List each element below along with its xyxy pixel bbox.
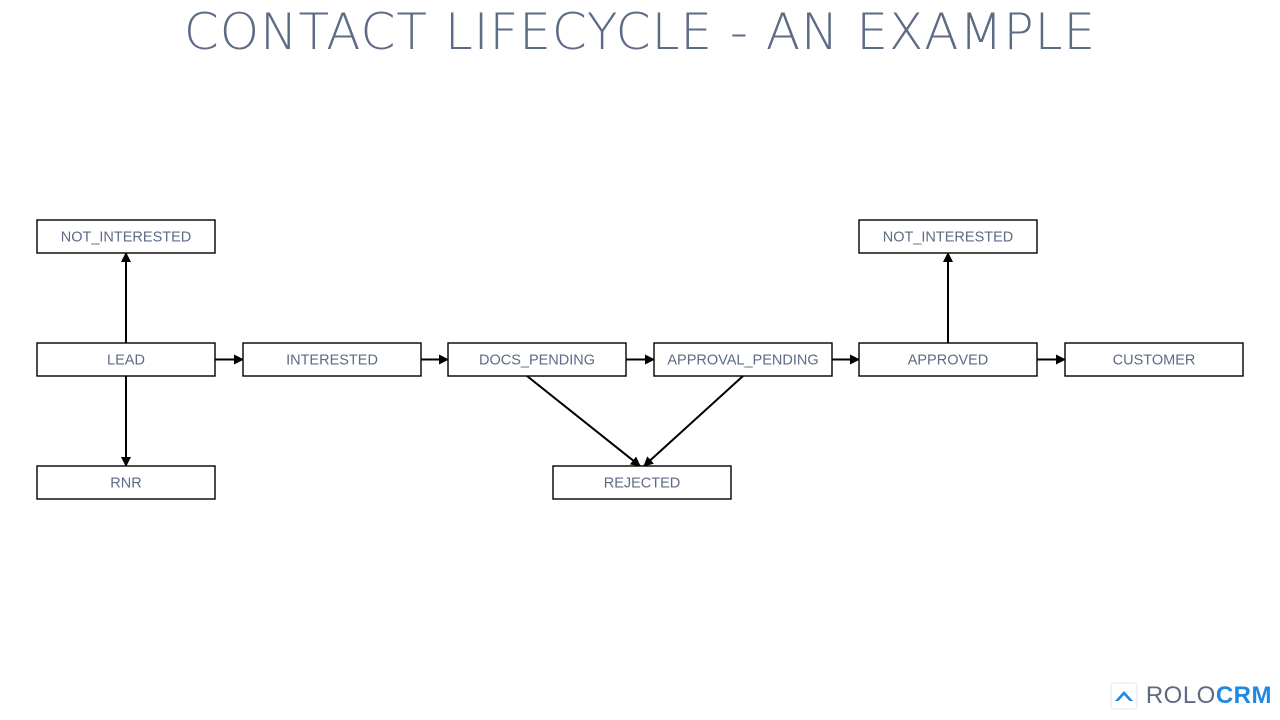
- node-lead: LEAD: [36, 342, 216, 377]
- node-label: APPROVED: [908, 353, 989, 369]
- node-not-interested-2: NOT_INTERESTED: [858, 219, 1038, 254]
- node-box: [36, 219, 216, 254]
- page-title: CONTACT LIFECYCLE - AN EXAMPLE: [183, 3, 1097, 61]
- node-label: NOT_INTERESTED: [883, 230, 1014, 246]
- brand-logo: ROLOCRM: [1110, 680, 1272, 712]
- node-box: [552, 465, 732, 500]
- node-box: [36, 342, 216, 377]
- node-label: APPROVAL_PENDING: [667, 353, 818, 369]
- node-label: NOT_INTERESTED: [61, 230, 192, 246]
- node-rejected: REJECTED: [552, 465, 732, 500]
- node-label: CUSTOMER: [1113, 353, 1196, 369]
- node-label: INTERESTED: [286, 353, 378, 369]
- node-rnr: RNR: [36, 465, 216, 500]
- node-box: [242, 342, 422, 377]
- nodes-layer: NOT_INTERESTED LEAD RNR INTERESTED DOCS_PEND…: [36, 219, 1244, 500]
- node-interested: INTERESTED: [242, 342, 422, 377]
- node-approval-pending: APPROVAL_PENDING: [653, 342, 833, 377]
- edge-approval-pending-to-rejected: [643, 375, 744, 467]
- logo-text-crm: CRM: [1215, 682, 1272, 709]
- logo-text-rolo: ROLO: [1145, 682, 1216, 709]
- node-box: [858, 342, 1038, 377]
- node-box: [36, 465, 216, 500]
- node-docs-pending: DOCS_PENDING: [447, 342, 627, 377]
- node-approved: APPROVED: [858, 342, 1038, 377]
- node-label: DOCS_PENDING: [479, 353, 595, 369]
- edges-layer: [121, 252, 1066, 467]
- edge-docs-pending-to-rejected: [526, 375, 641, 467]
- node-not-interested-1: NOT_INTERESTED: [36, 219, 216, 254]
- node-label: LEAD: [107, 353, 145, 369]
- node-box: [653, 342, 833, 377]
- node-box: [858, 219, 1038, 254]
- node-box: [1064, 342, 1244, 377]
- node-box: [447, 342, 627, 377]
- node-customer: CUSTOMER: [1064, 342, 1244, 377]
- chevron-up-icon: [1110, 682, 1138, 710]
- node-label: RNR: [110, 476, 141, 492]
- node-label: REJECTED: [604, 476, 681, 492]
